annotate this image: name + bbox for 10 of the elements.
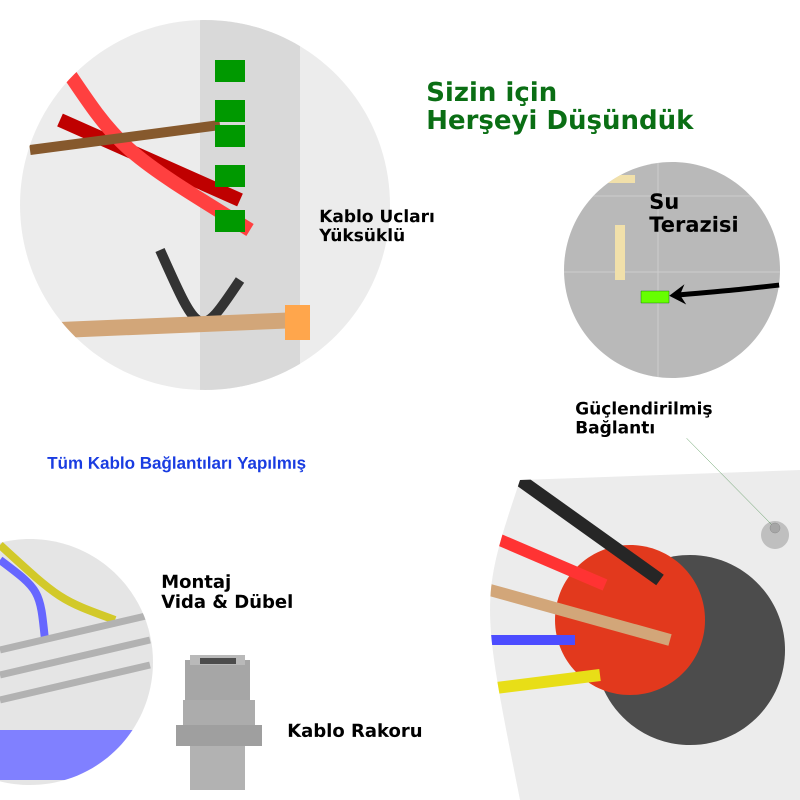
caption-text: Kablo Ucları Yüksüklü bbox=[319, 209, 434, 242]
bolt-point bbox=[770, 522, 780, 534]
caption-text: Montaj Vida & Dübel bbox=[161, 574, 292, 608]
caption-text: Su Terazisi bbox=[649, 193, 737, 232]
spirit-level-vial bbox=[640, 290, 670, 304]
callout-text: Güçlendirilmiş Bağlantı bbox=[576, 401, 712, 438]
caption-text: Kablo Rakoru bbox=[288, 723, 422, 738]
caption-text: Tüm Kablo Bağlantıları Yapılmış bbox=[47, 456, 306, 472]
leader-line bbox=[686, 438, 772, 524]
title: Sizin için Herşeyi Düşündük bbox=[428, 81, 694, 135]
